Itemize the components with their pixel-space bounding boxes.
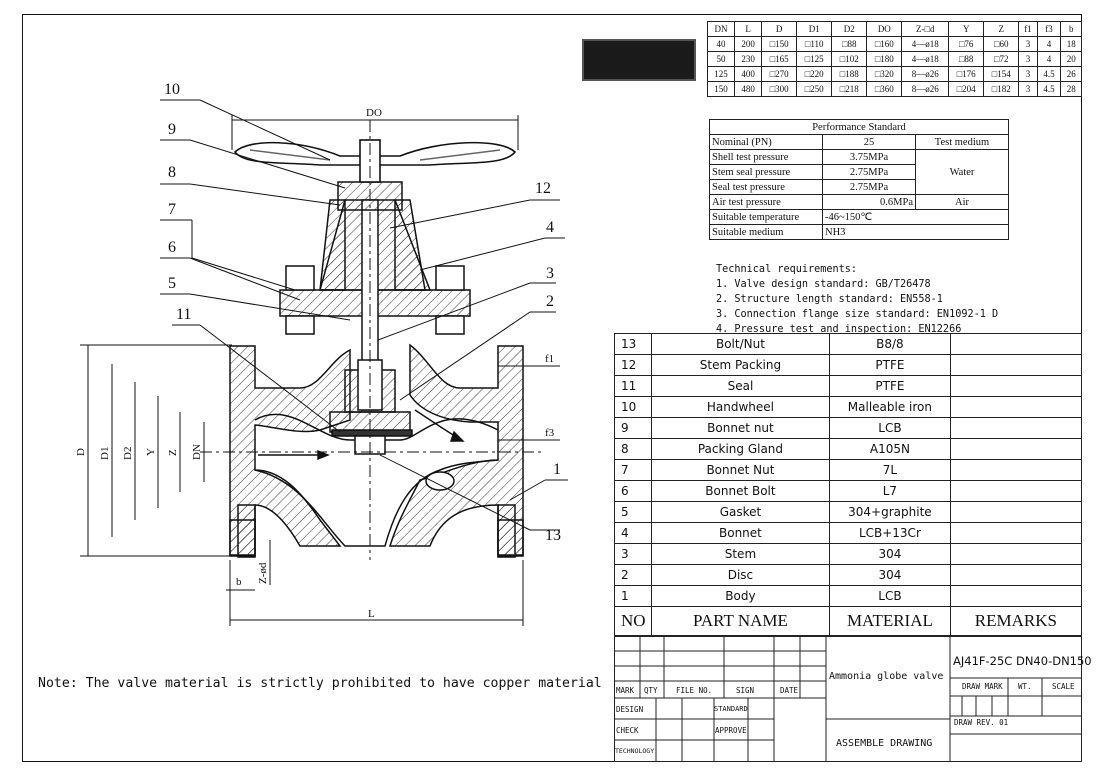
callout-12: 12	[535, 180, 551, 197]
company-stamp	[582, 39, 696, 81]
dim-f1: f1	[545, 353, 554, 365]
tb-standard: STANDARD	[714, 705, 748, 713]
callout-7: 7	[168, 201, 176, 218]
callout-9: 9	[168, 121, 176, 138]
tech-item: 1. Valve design standard: GB/T26478	[716, 279, 931, 290]
dim-zd: Z-ød	[257, 562, 269, 584]
part-material: PTFE	[829, 354, 951, 376]
part-name: Packing Gland	[650, 438, 831, 460]
part-name: Handwheel	[650, 396, 831, 418]
dim-do: DO	[366, 107, 382, 119]
dim-dn: DN	[191, 444, 203, 460]
dim-l: L	[368, 608, 375, 620]
callout-3: 3	[546, 265, 554, 282]
tb-draw-mark: DRAW MARK	[962, 682, 1003, 691]
handwheel	[233, 139, 517, 183]
parts-header-name: PART NAME	[650, 606, 831, 636]
copper-note: Note: The valve material is strictly pro…	[38, 676, 602, 691]
tb-model: AJ41F-25C DN40-DN150	[953, 654, 1092, 668]
dim-cell: 480	[734, 81, 763, 97]
valve-body	[229, 343, 524, 558]
callout-10: 10	[164, 81, 180, 98]
tb-wt: WT.	[1018, 682, 1032, 691]
medium-water: Water	[915, 149, 1009, 195]
title-block	[614, 636, 1082, 762]
dim-cell: 3	[1018, 51, 1038, 67]
dim-d: D	[75, 448, 87, 456]
parts-header-no: NO	[614, 606, 652, 636]
medium-value: NH3	[822, 224, 1009, 240]
callout-2: 2	[546, 293, 554, 310]
tech-item: 2. Structure length standard: EN558-1	[716, 294, 943, 305]
part-no: 12	[614, 354, 652, 376]
callout-8: 8	[168, 164, 176, 181]
tb-approve: APPROVE	[715, 726, 747, 735]
part-no: 11	[614, 375, 652, 397]
part-material: 304+graphite	[829, 501, 951, 523]
tb-assemble: ASSEMBLE DRAWING	[836, 738, 933, 749]
callout-11: 11	[176, 306, 191, 323]
technical-requirements: Technical requirements: 1. Valve design …	[716, 262, 998, 337]
dim-cell: □182	[983, 81, 1020, 97]
tb-draw-rev: DRAW REV. 01	[954, 718, 1009, 727]
tb-mark: MARK	[616, 686, 635, 695]
part-name: Seal	[650, 375, 831, 397]
tb-file-no: FILE NO.	[676, 686, 713, 695]
performance-table: Performance Standard Nominal (PN) 25 Tes…	[709, 119, 1009, 240]
dim-d1: D1	[99, 447, 111, 460]
part-material: 304	[829, 564, 951, 586]
dim-cell: □360	[866, 81, 903, 97]
dim-z: Z	[167, 449, 179, 456]
part-name: Bonnet Nut	[650, 459, 831, 481]
parts-header-remarks: REMARKS	[949, 606, 1083, 636]
tech-item: 4. Pressure test and inspection: EN12266	[716, 324, 962, 335]
tb-product: Ammonia globe valve	[829, 671, 944, 682]
dim-cell: 28	[1060, 81, 1082, 97]
tb-technology: TECHNOLOGY	[615, 747, 655, 755]
dim-cell: 3	[1018, 81, 1038, 97]
callout-13: 13	[545, 527, 561, 544]
tb-check: CHECK	[616, 726, 639, 735]
dim-f3: f3	[545, 427, 555, 439]
tech-item: 3. Connection flange size standard: EN10…	[716, 309, 999, 320]
dim-cell: □218	[831, 81, 868, 97]
dim-d2: D2	[122, 447, 134, 460]
tech-title: Technical requirements:	[716, 264, 858, 275]
callout-1: 1	[553, 461, 561, 478]
dim-y: Y	[145, 448, 157, 456]
part-name: Stem	[650, 543, 831, 565]
dim-cell: 4.5	[1036, 81, 1062, 97]
tb-sign: SIGN	[736, 686, 755, 695]
tb-qty: QTY	[644, 686, 658, 695]
tb-design: DESIGN	[616, 705, 644, 714]
part-no: 10	[614, 396, 652, 418]
callout-6: 6	[168, 239, 176, 256]
dim-b: b	[236, 576, 242, 588]
part-name: Gasket	[650, 501, 831, 523]
tb-scale: SCALE	[1052, 682, 1075, 691]
dim-cell: 150	[706, 81, 736, 97]
tb-date: DATE	[780, 686, 799, 695]
callout-4: 4	[546, 219, 554, 236]
part-name: Stem Packing	[650, 354, 831, 376]
callout-5: 5	[168, 275, 176, 292]
